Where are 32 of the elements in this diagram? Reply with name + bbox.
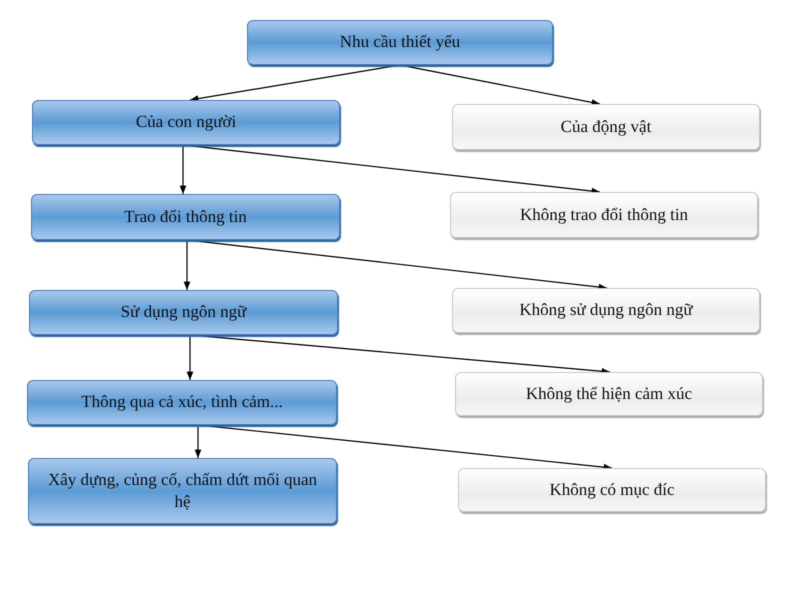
process-box — [32, 100, 340, 145]
node-label: Trao đổi thông tin — [124, 206, 247, 228]
process-box — [450, 192, 758, 238]
process-box — [455, 372, 763, 416]
node-label: Không thể hiện cảm xúc — [526, 382, 692, 405]
process-box — [28, 458, 337, 524]
arrow — [190, 64, 400, 102]
process-box — [458, 468, 766, 512]
arrow — [184, 240, 190, 290]
arrow — [194, 425, 202, 458]
node-label: Sử dụng ngôn ngữ — [120, 301, 246, 324]
process-box — [452, 288, 760, 333]
arrow — [182, 144, 600, 194]
arrow — [198, 424, 612, 470]
node-label: Nhu cầu thiết yếu — [340, 31, 460, 54]
process-box — [247, 20, 553, 65]
arrow — [190, 334, 610, 375]
node-label: Không sử dụng ngôn ngữ — [519, 299, 693, 322]
process-box — [31, 194, 340, 240]
arrow — [180, 145, 186, 194]
node-label: Thông qua cả xúc, tình cảm... — [81, 391, 283, 414]
arrow — [186, 239, 608, 290]
arrow — [186, 335, 194, 380]
node-label: Của con người — [136, 111, 236, 134]
process-box — [29, 290, 338, 335]
process-box — [452, 104, 760, 150]
node-label: Không có mục đíc — [549, 478, 675, 501]
node-label: Không trao đổi thông tin — [520, 204, 688, 226]
arrow — [400, 64, 600, 106]
node-label: Xây dựng, củng cố, chấm dứt mối quan hệ — [46, 468, 318, 513]
node-label: Của động vật — [560, 116, 652, 138]
process-box — [27, 380, 337, 425]
